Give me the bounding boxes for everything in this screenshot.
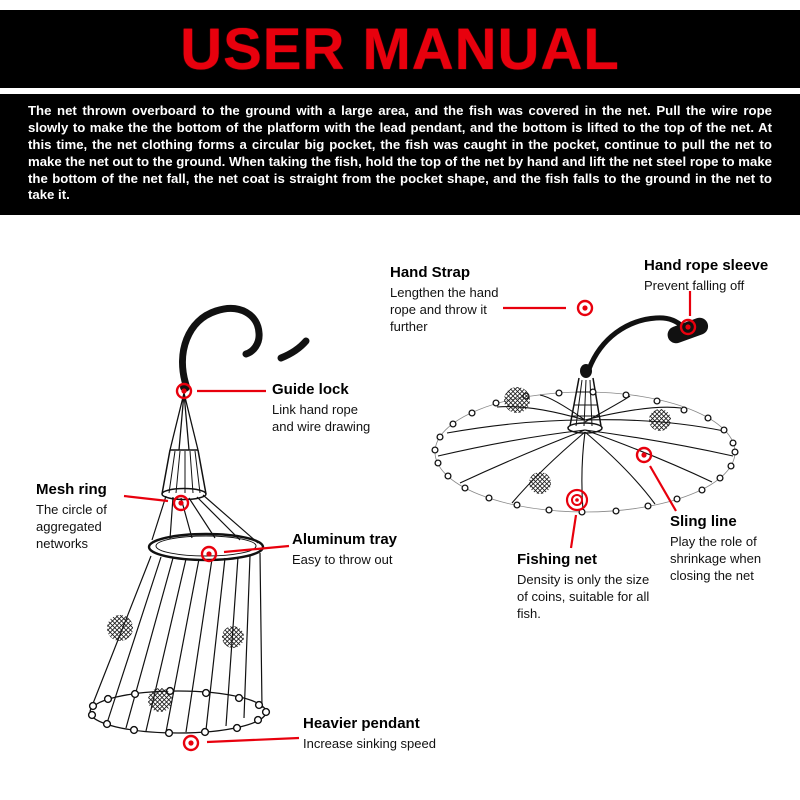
fishing-net-title: Fishing net	[517, 551, 597, 568]
tray-marker	[200, 545, 218, 563]
sling-line-desc: Play the role of shrinkage when closing …	[670, 534, 762, 583]
mesh-patch	[649, 409, 671, 431]
guide-lock-marker	[175, 382, 193, 400]
edge-chain	[431, 388, 739, 516]
hand-strap-title: Hand Strap	[390, 264, 471, 281]
label-fishing-net: Fishing net Density is only the size of …	[517, 551, 652, 623]
fishing-net-desc: Density is only the size of coins, suita…	[517, 572, 650, 621]
mesh-ring-desc: The circle of aggregated networks	[36, 502, 107, 551]
guide-lock-bead	[180, 382, 190, 392]
label-hand-strap: Hand Strap Lengthen the hand rope and th…	[390, 264, 510, 336]
pendant-line	[206, 736, 300, 744]
header-bar: USER MANUAL	[0, 10, 800, 88]
pendant-beads	[87, 686, 271, 738]
mesh-patch	[529, 472, 551, 494]
hand-rope-sleeve-title: Hand rope sleeve	[644, 257, 769, 274]
mesh-ring-part	[161, 487, 207, 501]
heavier-pendant-desc: Increase sinking speed	[303, 736, 436, 751]
mesh-patch	[222, 626, 244, 648]
intro-paragraph: The net thrown overboard to the ground w…	[0, 94, 800, 216]
open-net-illustration	[431, 315, 739, 516]
sling-line-title: Sling line	[670, 513, 737, 530]
hand-rope-right	[586, 315, 686, 372]
page-title: USER MANUAL	[180, 16, 620, 82]
label-hand-rope-sleeve: Hand rope sleeve Prevent falling off	[644, 257, 794, 295]
pendant-ring	[89, 690, 267, 734]
mesh-ring-title: Mesh ring	[36, 481, 107, 498]
part-markers	[172, 299, 697, 752]
hand-rope-sleeve-desc: Prevent falling off	[644, 278, 745, 293]
callout-lines	[123, 291, 692, 744]
hand-rope-sleeve-part	[667, 317, 709, 344]
aluminum-tray-title: Aluminum tray	[292, 531, 398, 548]
mesh-patch	[504, 387, 530, 413]
tray-line	[223, 544, 290, 554]
guide-lock-title: Guide lock	[272, 381, 349, 398]
aluminum-tray-part	[147, 532, 265, 562]
sling-line-marker	[635, 446, 653, 464]
hand-rope	[179, 304, 263, 389]
mesh-ring-marker	[172, 494, 190, 512]
sleeve-marker	[679, 318, 697, 336]
label-aluminum-tray: Aluminum tray Easy to throw out	[292, 531, 442, 569]
stem-top	[580, 364, 592, 378]
mesh-patch	[148, 688, 172, 712]
hand-strap-marker	[576, 299, 594, 317]
heavier-pendant-title: Heavier pendant	[303, 715, 420, 732]
sling-line-line	[649, 465, 677, 512]
rope-dash	[277, 337, 310, 362]
label-mesh-ring: Mesh ring The circle of aggregated netwo…	[36, 481, 136, 553]
aluminum-tray-desc: Easy to throw out	[292, 552, 393, 567]
label-sling-line: Sling line Play the role of shrinkage wh…	[670, 513, 782, 585]
pendant-marker	[182, 734, 200, 752]
fishing-net-line	[569, 514, 578, 549]
mesh-patch	[107, 615, 133, 641]
label-guide-lock: Guide lock Link hand rope and wire drawi…	[272, 381, 377, 436]
fishing-net-marker	[565, 488, 589, 512]
hand-strap-desc: Lengthen the hand rope and throw it furt…	[390, 285, 499, 334]
guide-lock-desc: Link hand rope and wire drawing	[272, 402, 371, 434]
label-heavier-pendant: Heavier pendant Increase sinking speed	[303, 715, 493, 753]
